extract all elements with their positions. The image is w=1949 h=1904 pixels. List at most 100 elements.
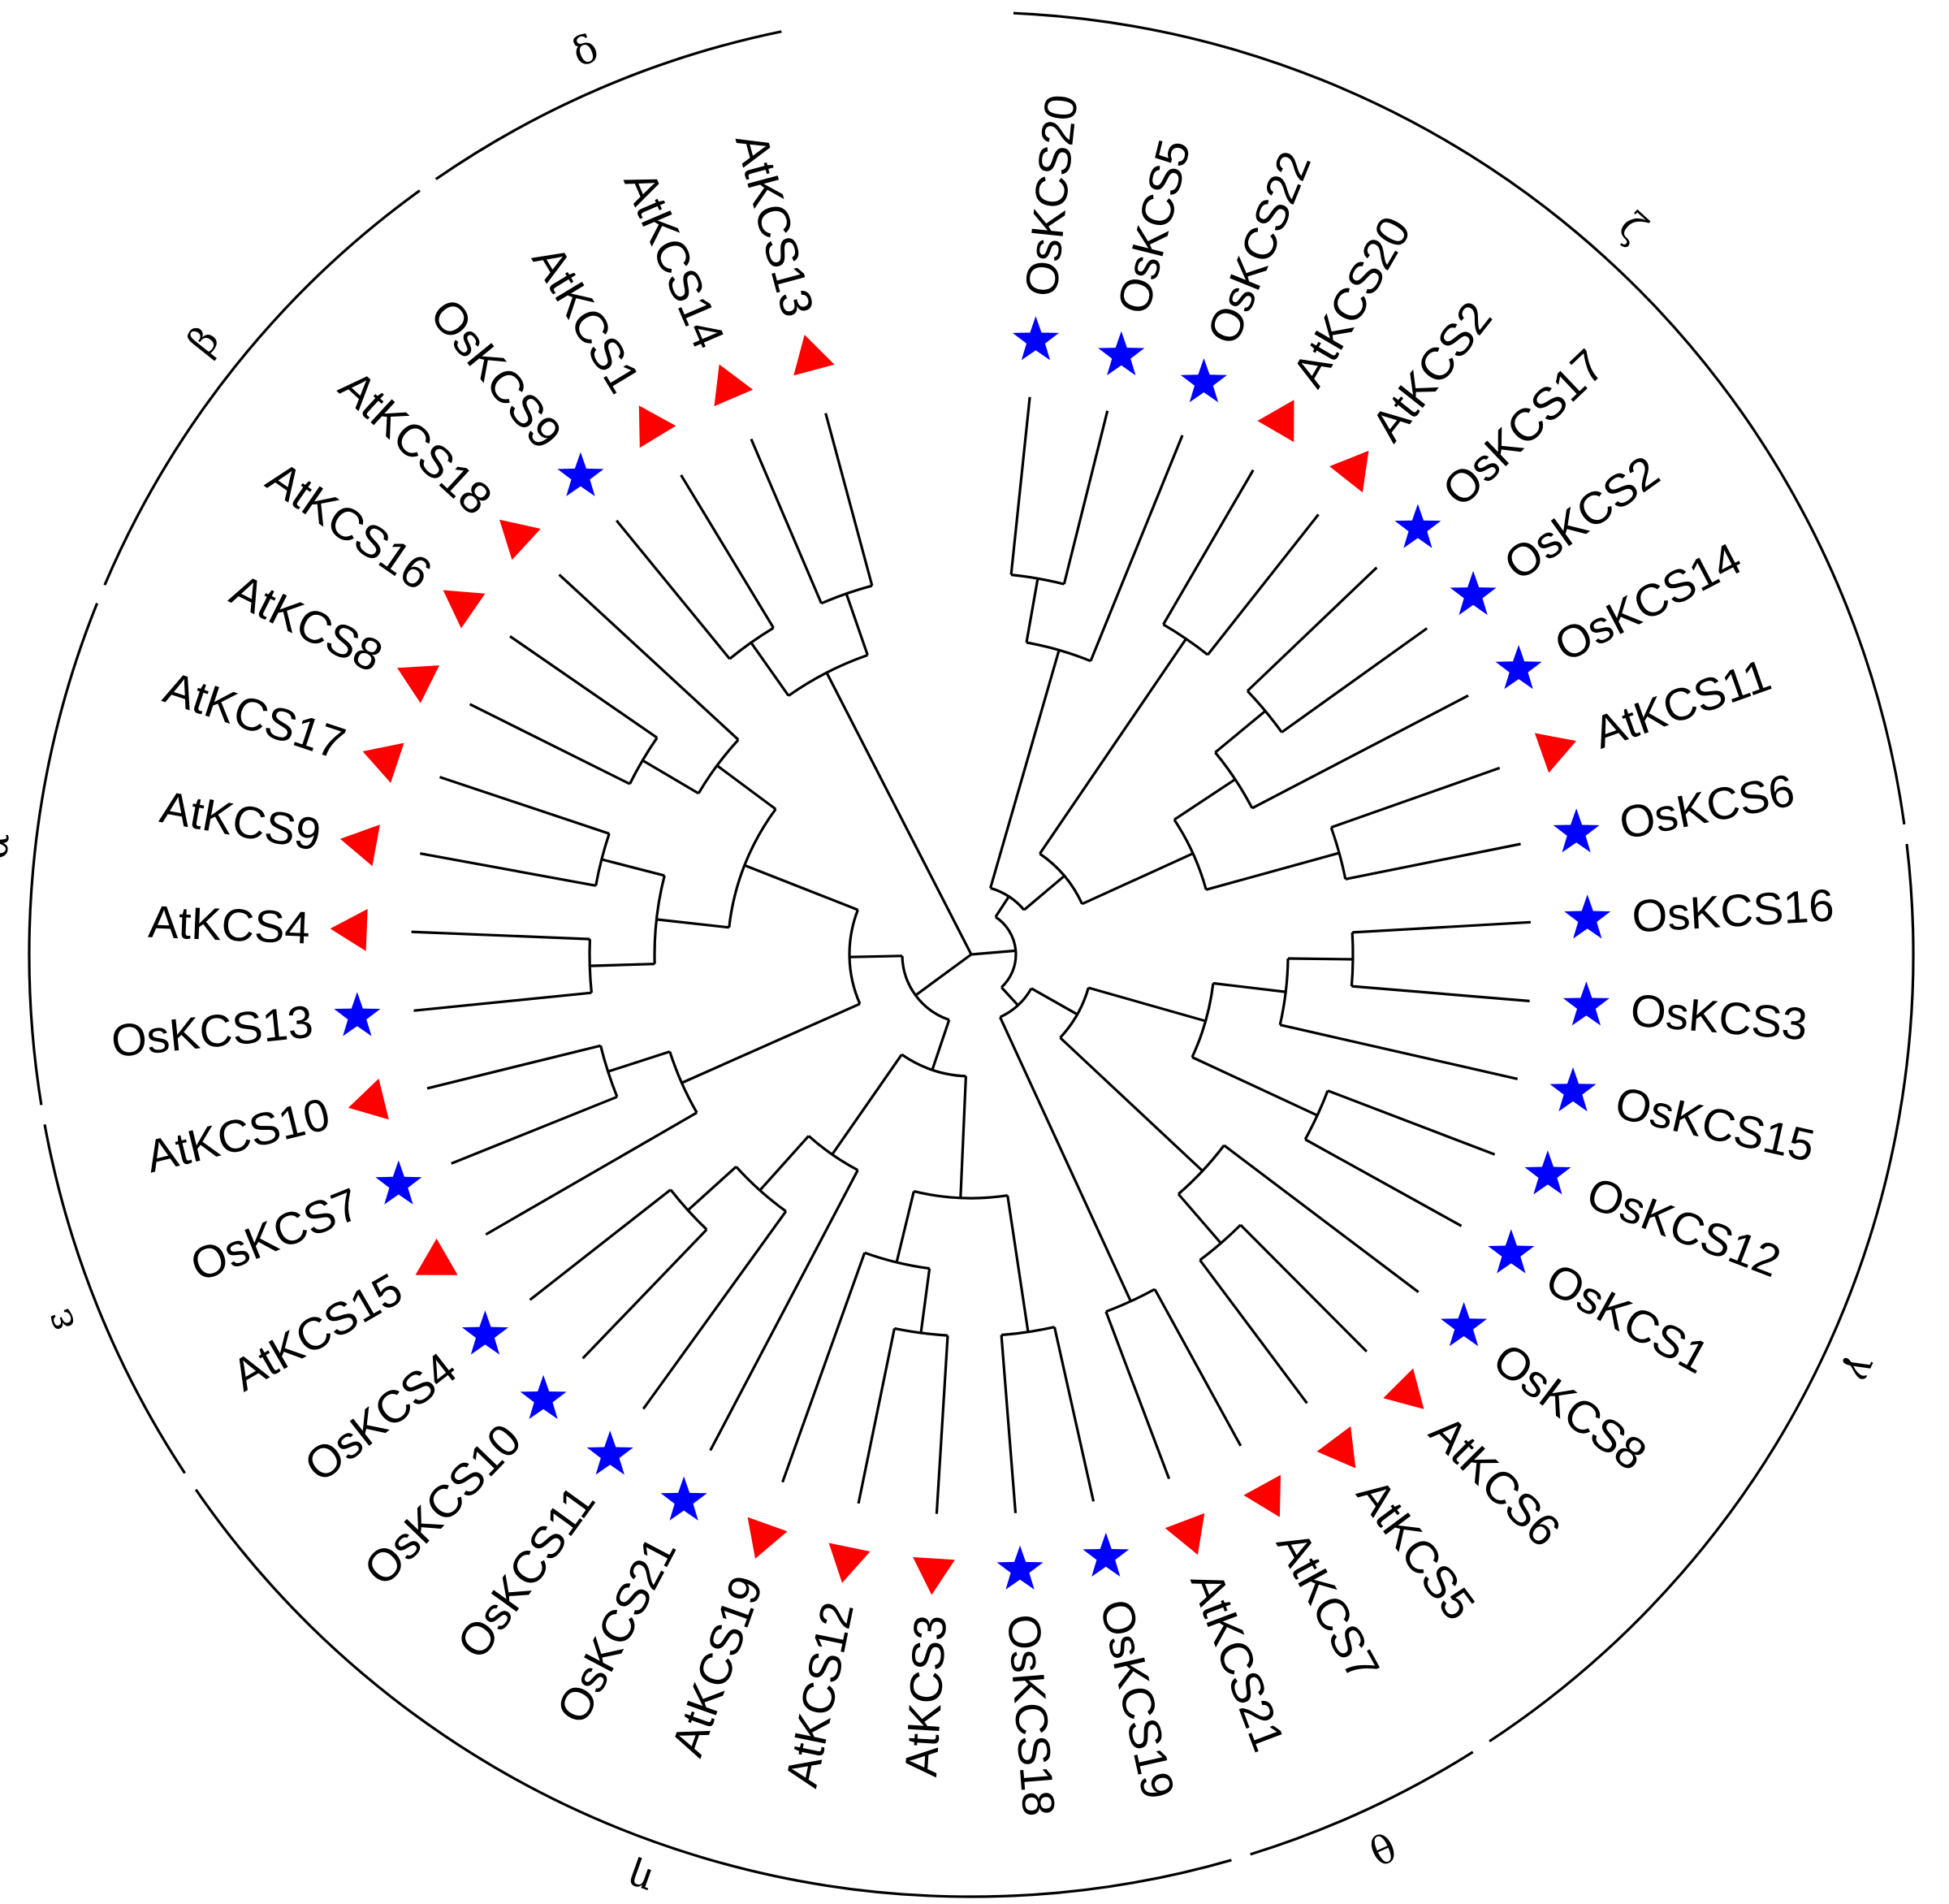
branch-line: [1304, 1138, 1463, 1227]
os-star-icon: [996, 1545, 1044, 1590]
os-star-icon: [1562, 981, 1610, 1026]
branch-line: [420, 852, 596, 887]
group-label: γ: [1837, 1348, 1888, 1389]
branch-line: [1246, 566, 1378, 692]
at-triangle-icon: [397, 665, 439, 703]
at-triangle-icon: [1534, 733, 1576, 773]
group-label: δ: [565, 25, 605, 76]
branch-line: [744, 863, 858, 911]
branch-line: [509, 634, 659, 739]
branch-line: [1006, 1195, 1030, 1333]
branch-line: [1162, 469, 1255, 625]
branch-line: [1000, 1335, 1018, 1513]
branch-line: [607, 1050, 671, 1073]
group-arc: [1250, 1750, 1474, 1856]
branch-line: [1287, 957, 1354, 961]
leaf-label-atkcs13: AtKCS13: [726, 128, 824, 322]
leaf-label-atkcs5: AtKCS5: [1347, 1469, 1485, 1629]
group-arc: [103, 189, 421, 586]
os-star-icon: [1180, 358, 1227, 403]
at-triangle-icon: [1257, 400, 1294, 443]
group-arc: [1489, 843, 1915, 1743]
group-arc: [434, 30, 782, 180]
branch-line: [681, 1002, 861, 1084]
branch-line: [1214, 710, 1267, 754]
branch-line: [895, 1191, 915, 1263]
branch-line: [680, 474, 775, 629]
branch-line: [781, 1252, 866, 1483]
branch-line: [935, 1335, 949, 1514]
branch-line: [1223, 1144, 1420, 1293]
at-triangle-icon: [828, 1543, 871, 1583]
branch-line: [413, 991, 592, 1012]
branch-line: [989, 649, 1061, 889]
branch-arc: [728, 808, 777, 928]
branch-arc: [1214, 751, 1254, 809]
at-triangle-icon: [499, 519, 541, 560]
leaf-label-atkcs19: AtKCS19: [661, 1569, 772, 1763]
os-star-icon: [334, 992, 381, 1036]
branch-line: [1279, 1023, 1519, 1080]
branch-arc: [1173, 819, 1208, 890]
branch-arc: [697, 738, 740, 794]
branch-line: [750, 438, 823, 604]
os-star-icon: [1098, 331, 1145, 376]
os-star-icon: [557, 452, 604, 496]
branch-arc: [848, 909, 862, 1005]
branch-arc: [1199, 1223, 1242, 1261]
branch-arc: [1191, 983, 1215, 1058]
branch-line: [1025, 578, 1039, 643]
branch-line: [1104, 1311, 1171, 1480]
branch-arc: [807, 1135, 859, 1171]
os-star-icon: [1564, 894, 1611, 939]
leaf-label-oskcs15: OsKCS15: [1611, 1076, 1820, 1171]
branch-line: [1153, 1288, 1242, 1447]
branch-line: [590, 963, 655, 967]
branch-line: [1251, 694, 1469, 810]
at-triangle-icon: [1243, 1474, 1281, 1517]
branch-line: [529, 1188, 672, 1301]
leaf-label-oskcs7: OsKCS7: [184, 1178, 367, 1292]
branch-line: [485, 1111, 698, 1236]
branch-line: [1205, 851, 1340, 891]
group-label: ζ: [1610, 204, 1656, 252]
branch-line: [1081, 852, 1194, 906]
leaf-label-atkcs12: AtKCS12: [776, 1598, 863, 1791]
branch-line: [1022, 875, 1065, 911]
branch-arc: [864, 1251, 930, 1270]
branch-line: [558, 573, 740, 741]
at-triangle-icon: [913, 1557, 955, 1595]
branch-arc: [1162, 623, 1209, 656]
leaf-label-atkcs21: AtKCS21: [1181, 1564, 1294, 1758]
at-triangle-icon: [348, 1078, 389, 1120]
leaf-label-atkcs17: AtKCS17: [158, 661, 351, 769]
leaf-label-oskcs21: OsKCS21: [547, 1529, 686, 1732]
leaf-label-atkcs14: AtKCS14: [614, 163, 734, 356]
branch-line: [1052, 1326, 1096, 1502]
branch-line: [750, 642, 790, 697]
leaf-label-oskcs19: OsKCS19: [1091, 1595, 1185, 1804]
leaf-label-atkcs1: AtKCS1: [523, 236, 650, 401]
os-star-icon: [1488, 1229, 1535, 1274]
os-star-icon: [1012, 316, 1059, 361]
group-arc: [1013, 11, 1906, 825]
group-label: α: [0, 830, 19, 861]
branch-arc: [599, 1045, 619, 1097]
branch-line: [1177, 1192, 1222, 1244]
leaf-label-oskcs13: OsKCS13: [109, 995, 315, 1067]
branch-arc: [901, 955, 950, 1022]
branch-line: [469, 703, 631, 785]
os-star-icon: [1394, 504, 1441, 548]
branch-line: [439, 776, 610, 835]
branch-line: [426, 1044, 601, 1090]
branch-line: [758, 1135, 810, 1192]
leaf-label-oskcs18: OsKCS18: [998, 1612, 1065, 1818]
branch-arc: [653, 875, 666, 964]
leaf-label-atkcs9: AtKCS9: [157, 781, 325, 860]
branch-arc: [990, 886, 1026, 911]
branch-line: [601, 858, 665, 877]
os-star-icon: [1083, 1532, 1130, 1577]
branch-line: [1062, 410, 1109, 585]
branch-line: [451, 1095, 618, 1165]
